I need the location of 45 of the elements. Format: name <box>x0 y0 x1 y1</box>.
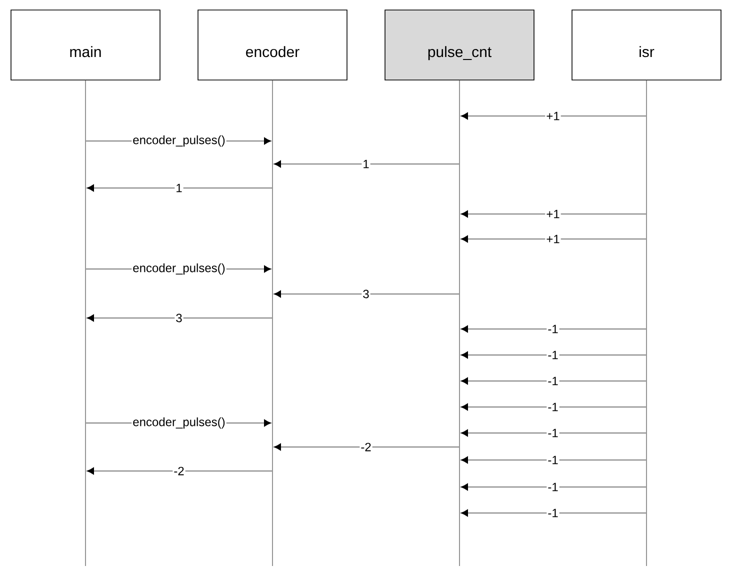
edge-label: -1 <box>546 454 560 466</box>
message-arrow <box>460 235 646 243</box>
edge-label: 3 <box>174 312 184 324</box>
edge-label: 1 <box>362 158 370 170</box>
lifeline <box>85 80 86 566</box>
edge-label: -1 <box>546 402 560 412</box>
message-arrow <box>460 403 646 411</box>
edge-label: -1 <box>546 376 560 386</box>
edge-label: +1 <box>545 208 561 220</box>
message-arrow <box>460 483 646 491</box>
message-arrow <box>274 290 460 298</box>
edge-label: +1 <box>545 234 561 244</box>
edge-label: 1 <box>174 182 184 194</box>
edge-label: -2 <box>172 466 186 476</box>
lifeline <box>646 80 647 566</box>
message-arrow <box>86 184 272 192</box>
lifeline <box>459 80 460 566</box>
participant-box: pulse_cnt <box>384 10 534 80</box>
edge-label: -2 <box>360 442 372 452</box>
message-arrow <box>86 467 272 475</box>
edge-label: 3 <box>362 288 370 300</box>
edge-label: encoder_pulses() <box>132 262 226 276</box>
edge-label: -1 <box>546 324 560 334</box>
lifeline <box>272 80 273 566</box>
message-arrow <box>460 377 646 385</box>
edge-label: -1 <box>546 482 560 492</box>
edge-label: -1 <box>546 428 560 438</box>
message-arrow <box>274 443 460 451</box>
message-arrow <box>460 325 646 333</box>
edge-label: +1 <box>545 110 561 122</box>
edge-label: -1 <box>546 350 560 360</box>
edge-label: encoder_pulses() <box>132 134 226 148</box>
participant-box: main <box>10 10 160 80</box>
participant-box: isr <box>572 10 722 80</box>
message-arrow <box>86 314 272 322</box>
participant-box: encoder <box>198 10 348 80</box>
message-arrow <box>460 210 646 218</box>
message-arrow <box>460 351 646 359</box>
edge-label: -1 <box>546 508 560 518</box>
message-arrow <box>460 456 646 464</box>
message-arrow <box>460 429 646 437</box>
edge-label: encoder_pulses() <box>132 416 226 430</box>
message-arrow <box>460 509 646 517</box>
message-arrow <box>274 160 460 168</box>
message-arrow <box>460 112 646 120</box>
